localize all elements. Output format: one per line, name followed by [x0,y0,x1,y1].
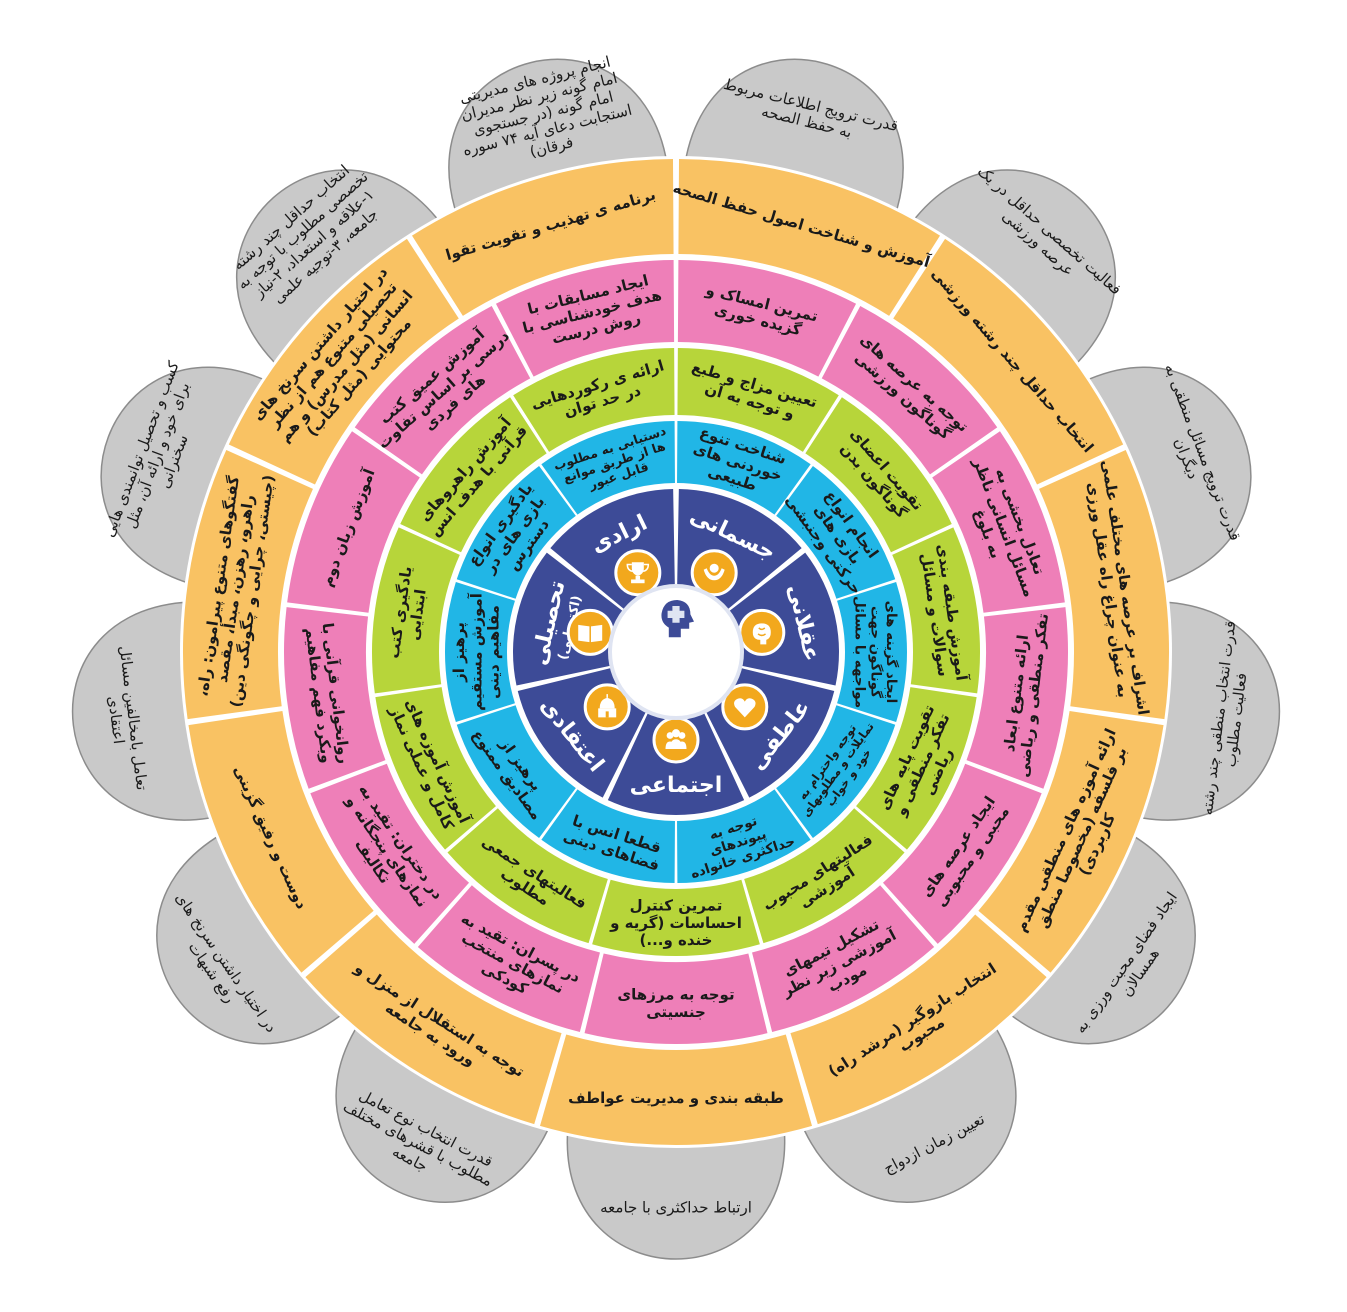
green-ring-segment [371,527,460,694]
center-title-line1: ابعاد [652,655,700,680]
green-ring-segment [400,397,547,553]
pink-ring-segment [310,763,470,944]
green-ring-segment [856,687,977,850]
yellow-ring-segment [183,449,313,720]
blue-ring-segment [541,789,675,883]
people-icon [652,716,700,764]
pink-ring-segment [495,260,675,377]
mosque-icon [583,683,631,731]
pink-ring-segment [932,431,1065,613]
award-icon [614,549,662,597]
blue-ring-segment [677,421,811,515]
yellow-ring-segment [188,711,374,973]
blue-segment-label: پرهیز ازآموزش مستقیممفاهیم دینی [450,592,503,711]
green-ring-segment [744,808,905,944]
green-ring-segment [447,808,608,944]
green-ring-segment [805,397,952,553]
blue-ring-segment [776,705,896,839]
dimension-label: اجتماعی [630,773,723,798]
yellow-ring-segment [539,1034,813,1145]
muscle-icon [690,549,738,597]
blue-ring-segment [837,581,907,723]
blue-ring-segment [776,465,896,599]
gray-segment-label: ارتباط حداکثری با جامعه [600,1198,752,1216]
yellow-segment-label: طبقه بندی و مدیریت عواطف [568,1089,784,1107]
pink-ring-segment [966,607,1068,789]
brain-icon [738,608,786,656]
blue-segment-label: ایجاد گزینه هایگوناگون جهتمواجهه با مسائ… [852,596,900,708]
yellow-ring-segment [678,159,940,316]
pink-ring-segment [752,885,935,1033]
green-ring-segment [592,879,760,956]
pink-ring-segment [584,953,768,1044]
blue-ring-segment [444,581,515,723]
yellow-ring-segment [978,711,1164,973]
pink-ring-segment [287,431,420,613]
center-title-line2: شخصیت [630,679,721,704]
blue-ring-segment [541,421,675,515]
pink-ring-segment [284,607,386,789]
pink-ring-segment [882,763,1042,944]
blue-ring-segment [456,465,576,599]
yellow-ring-segment [228,238,459,485]
pink-ring-segment [821,306,998,475]
pink-ring-segment [354,306,531,475]
green-ring-segment [513,348,675,452]
yellow-ring-segment [893,238,1124,485]
yellow-ring-segment [305,914,562,1125]
pink-ring-segment [677,260,857,377]
green-ring-segment [892,527,980,694]
heart-icon [721,683,769,731]
blue-ring-segment [677,789,811,883]
book-icon [566,608,614,656]
yellow-ring-segment [1039,449,1170,720]
pink-ring-segment [417,885,600,1033]
green-ring-segment [677,348,839,452]
green-ring-segment [375,687,496,850]
blue-ring-segment [456,705,576,839]
yellow-ring-segment [412,159,674,316]
center-hub-circle [608,584,744,720]
yellow-ring-segment [790,914,1047,1125]
